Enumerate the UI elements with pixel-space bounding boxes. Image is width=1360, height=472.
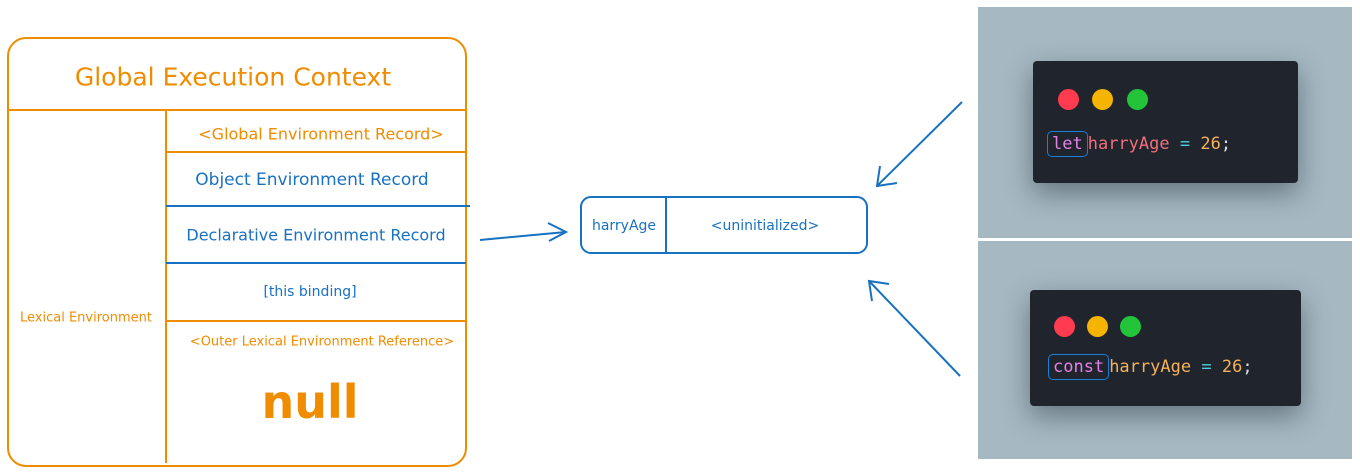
const-operator: = (1201, 357, 1212, 377)
minimize-dot-icon (1087, 316, 1108, 337)
let-operator: = (1179, 134, 1191, 154)
const-terminator: ; (1242, 357, 1253, 377)
outer-ref-null-value: null (261, 375, 359, 429)
arrow-from-let (875, 101, 963, 188)
maximize-dot-icon (1120, 316, 1141, 337)
binding-name: harryAge (591, 218, 657, 234)
object-env-record-label: Object Environment Record (195, 170, 429, 190)
minimize-dot-icon (1092, 89, 1113, 110)
arrow-to-binding (479, 222, 569, 242)
this-binding-label: [this binding] (263, 284, 357, 300)
let-identifier: harryAge (1087, 134, 1170, 154)
binding-box-frame (580, 196, 868, 254)
maximize-dot-icon (1127, 89, 1148, 110)
close-dot-icon (1058, 89, 1079, 110)
binding-value: <uninitialized> (710, 218, 820, 234)
declarative-env-record-label: Declarative Environment Record (186, 225, 446, 245)
let-terminator: ; (1220, 134, 1232, 154)
const-keyword: const (1048, 354, 1110, 380)
let-keyword: let (1047, 131, 1088, 157)
execution-context-frame (7, 37, 467, 467)
const-value: 26 (1221, 357, 1243, 377)
outer-ref-label: <Outer Lexical Environment Reference> (189, 334, 455, 350)
lexical-environment-label: Lexical Environment (20, 310, 152, 326)
close-dot-icon (1054, 316, 1075, 337)
context-title: Global Execution Context (74, 62, 392, 92)
const-identifier: harryAge (1109, 357, 1192, 377)
let-value: 26 (1200, 134, 1221, 154)
arrow-from-const (867, 279, 961, 377)
global-env-record-label: <Global Environment Record> (198, 124, 444, 144)
